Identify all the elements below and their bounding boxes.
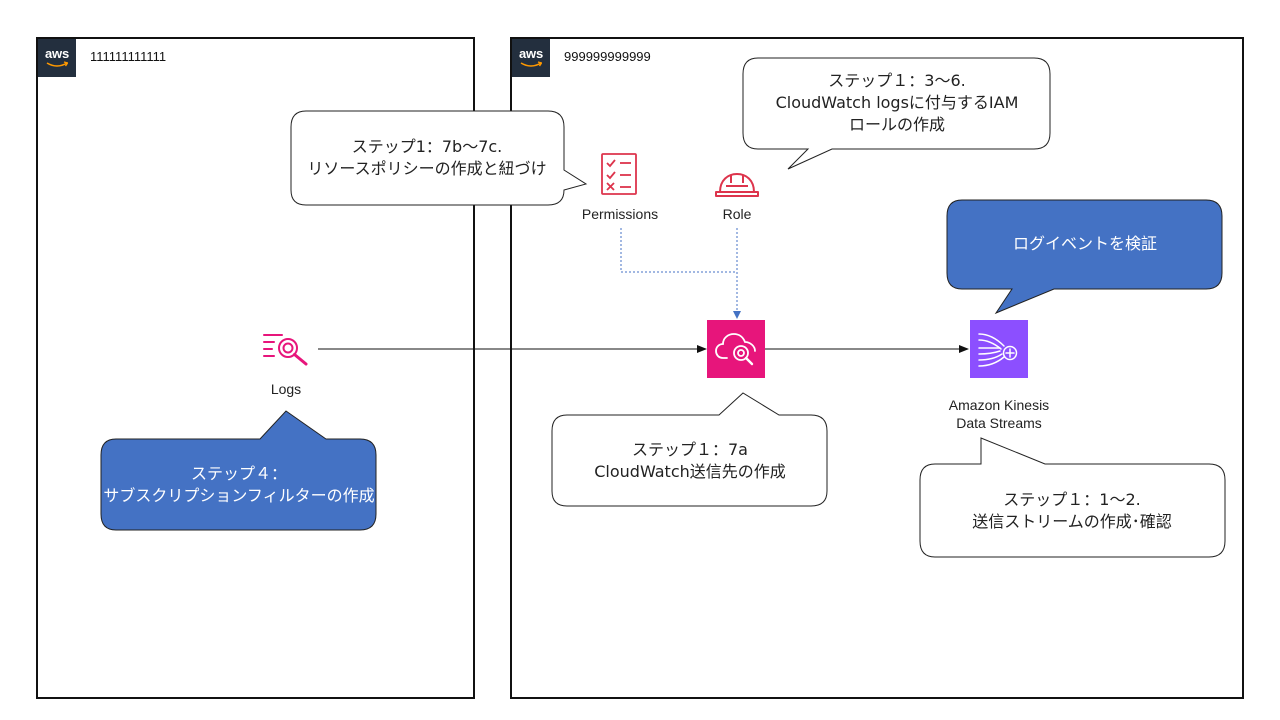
logs-label: Logs — [270, 381, 302, 397]
permissions-icon — [600, 153, 640, 195]
account-id: 999999999999 — [564, 49, 651, 64]
callout-text: ステップ４： サブスクリプションフィルターの作成 — [103, 463, 375, 505]
callout-step4: ステップ４： サブスクリプションフィルターの作成 — [100, 410, 378, 532]
cloudwatch-destination-icon — [707, 320, 765, 378]
cloudwatch-logs-icon — [262, 330, 308, 366]
aws-logo-icon: aws — [38, 39, 76, 77]
callout-text: ステップ１：7a CloudWatch送信先の作成 — [594, 439, 786, 481]
kinesis-data-streams-icon — [970, 320, 1028, 378]
iam-role-icon — [714, 172, 760, 198]
callout-text: ステップ1：7b～7c. リソースポリシーの作成と紐づけ — [307, 137, 547, 178]
callout-step1-1-2: ステップ１：1～2. 送信ストリームの作成･確認 — [919, 437, 1229, 559]
kinesis-label: Amazon Kinesis Data Streams — [948, 397, 1050, 431]
account-id: 111111111111 — [90, 49, 167, 64]
callout-step1-7a: ステップ１：7a CloudWatch送信先の作成 — [551, 392, 829, 508]
permissions-label: Permissions — [581, 206, 659, 222]
callout-step1-7b-7c: ステップ1：7b～7c. リソースポリシーの作成と紐づけ — [290, 110, 590, 206]
aws-logo-icon: aws — [512, 39, 550, 77]
callout-text: ログイベントを検証 — [1012, 234, 1157, 253]
callout-verify-log-events: ログイベントを検証 — [946, 199, 1224, 315]
role-label: Role — [722, 206, 752, 222]
dotted-permissions-connector — [620, 228, 736, 273]
callout-step1-3-6: ステップ１：3～6. CloudWatch logsに付与するIAM ロールの作… — [742, 57, 1052, 171]
callout-text: ステップ１：1～2. 送信ストリームの作成･確認 — [972, 489, 1172, 531]
callout-text: ステップ１：3～6. CloudWatch logsに付与するIAM ロールの作… — [775, 71, 1019, 134]
